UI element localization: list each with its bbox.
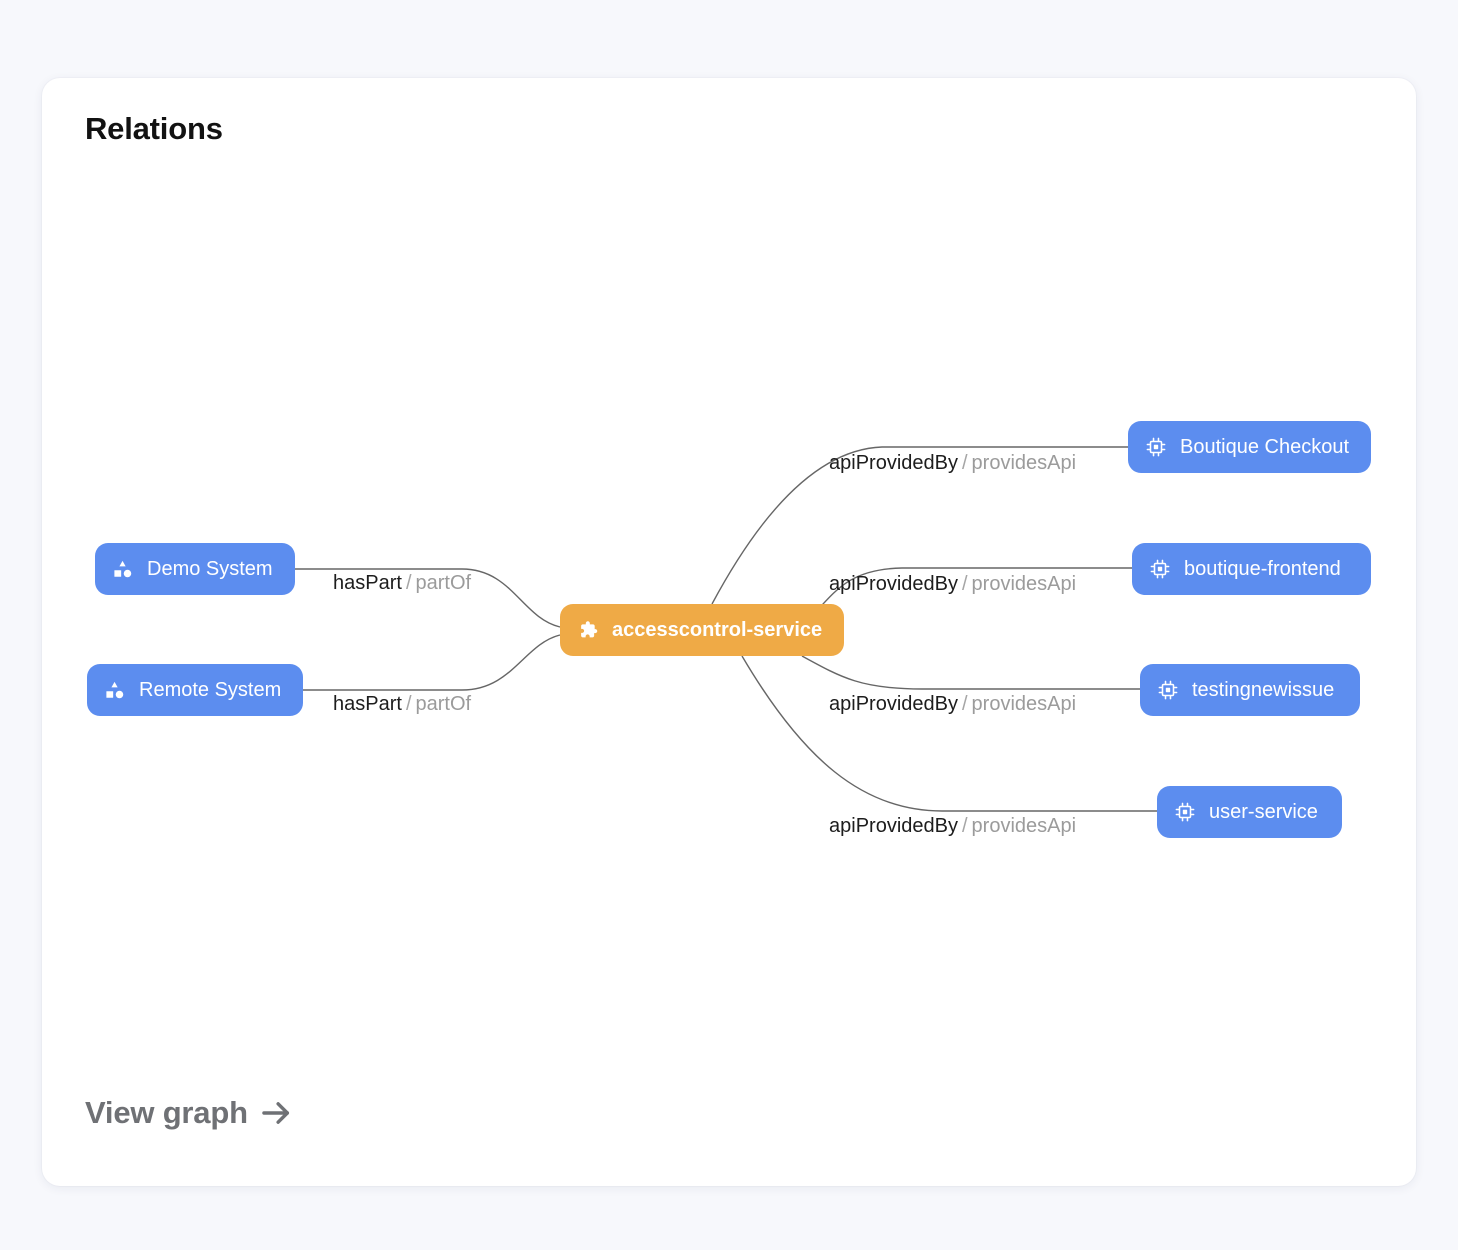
edge-label-reverse: providesApi	[971, 693, 1077, 715]
edge-label-reverse: partOf	[415, 693, 472, 715]
graph-node-demo-system[interactable]: Demo System	[95, 543, 295, 595]
edge-label-separator: /	[961, 452, 968, 474]
graph-edge-label-edge-user-service: apiProvidedBy/providesApi	[829, 816, 1076, 836]
graph-edge-label-edge-demo-system: hasPart/partOf	[333, 573, 471, 593]
edge-label-separator: /	[405, 693, 412, 715]
edge-label-separator: /	[405, 572, 412, 594]
graph-node-label: boutique-frontend	[1184, 558, 1341, 580]
graph-node-label: testingnewissue	[1192, 679, 1335, 701]
graph-node-label: accesscontrol-service	[612, 619, 823, 641]
edge-label-reverse: providesApi	[971, 573, 1077, 595]
graph-node-label: user-service	[1209, 801, 1318, 823]
edge-label-forward: hasPart	[333, 693, 402, 715]
graph-edge-label-edge-boutique-checkout: apiProvidedBy/providesApi	[829, 453, 1076, 473]
edge-label-forward: hasPart	[333, 572, 402, 594]
edge-label-separator: /	[961, 573, 968, 595]
graph-edge-label-edge-boutique-frontend: apiProvidedBy/providesApi	[829, 574, 1076, 594]
edge-label-forward: apiProvidedBy	[829, 452, 958, 474]
view-graph-label: View graph	[85, 1095, 248, 1130]
edge-label-forward: apiProvidedBy	[829, 573, 958, 595]
arrow-right-icon	[259, 1096, 293, 1130]
graph-edge-label-edge-testingnewissue: apiProvidedBy/providesApi	[829, 694, 1076, 714]
page-title: Relations	[85, 111, 223, 146]
shapes-icon	[104, 679, 126, 701]
graph-edge-edge-testingnewissue	[801, 655, 1140, 690]
edge-label-forward: apiProvidedBy	[829, 815, 958, 837]
graph-node-label: Demo System	[147, 558, 273, 580]
edge-label-forward: apiProvidedBy	[829, 693, 958, 715]
graph-node-boutique-frontend[interactable]: boutique-frontend	[1132, 543, 1371, 595]
view-graph-link[interactable]: View graph	[85, 1095, 293, 1131]
edge-label-reverse: providesApi	[971, 815, 1077, 837]
memory-chip-icon	[1157, 679, 1179, 701]
memory-chip-icon	[1149, 558, 1171, 580]
edge-label-separator: /	[961, 693, 968, 715]
memory-chip-icon	[1174, 801, 1196, 823]
graph-node-accesscontrol-service[interactable]: accesscontrol-service	[560, 604, 845, 656]
graph-node-boutique-checkout[interactable]: Boutique Checkout	[1128, 421, 1372, 473]
edge-label-reverse: partOf	[415, 572, 472, 594]
graph-node-remote-system[interactable]: Remote System	[87, 664, 304, 716]
puzzle-piece-icon	[577, 619, 599, 641]
graph-edge-edge-remote-system	[302, 634, 561, 691]
graph-edge-label-edge-remote-system: hasPart/partOf	[333, 694, 471, 714]
graph-edge-edge-user-service	[741, 655, 1157, 812]
edge-label-reverse: providesApi	[971, 452, 1077, 474]
graph-node-testingnewissue[interactable]: testingnewissue	[1140, 664, 1360, 716]
graph-node-label: Boutique Checkout	[1180, 436, 1350, 458]
edge-label-separator: /	[961, 815, 968, 837]
graph-node-label: Remote System	[139, 679, 282, 701]
shapes-icon	[112, 558, 134, 580]
graph-node-user-service[interactable]: user-service	[1157, 786, 1342, 838]
memory-chip-icon	[1145, 436, 1167, 458]
